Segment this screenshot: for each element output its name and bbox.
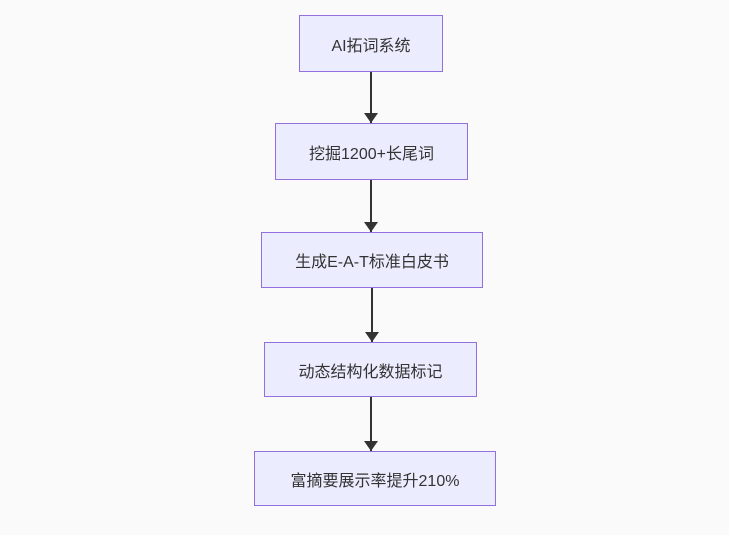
node-label: 富摘要展示率提升210% (290, 472, 460, 490)
arrow-down-icon (364, 72, 378, 123)
node-label: 生成E-A-T标准白皮书 (295, 254, 449, 271)
arrow-down-icon (365, 288, 379, 342)
flowchart-node-rich-snippet-rate-increase: 富摘要展示率提升210% (254, 451, 496, 506)
arrow-down-icon (364, 180, 378, 232)
node-label: 挖掘1200+长尾词 (309, 145, 434, 163)
node-label: AI拓词系统 (331, 37, 411, 55)
flowchart-node-generate-eat-whitepaper: 生成E-A-T标准白皮书 (261, 232, 483, 288)
node-label: 动态结构化数据标记 (298, 363, 443, 381)
flowchart-node-dynamic-structured-data-markup: 动态结构化数据标记 (264, 342, 477, 397)
flowchart-node-mine-longtail-keywords: 挖掘1200+长尾词 (275, 123, 468, 180)
arrow-down-icon (364, 397, 378, 451)
flowchart-node-ai-word-expansion-system: AI拓词系统 (299, 15, 443, 72)
